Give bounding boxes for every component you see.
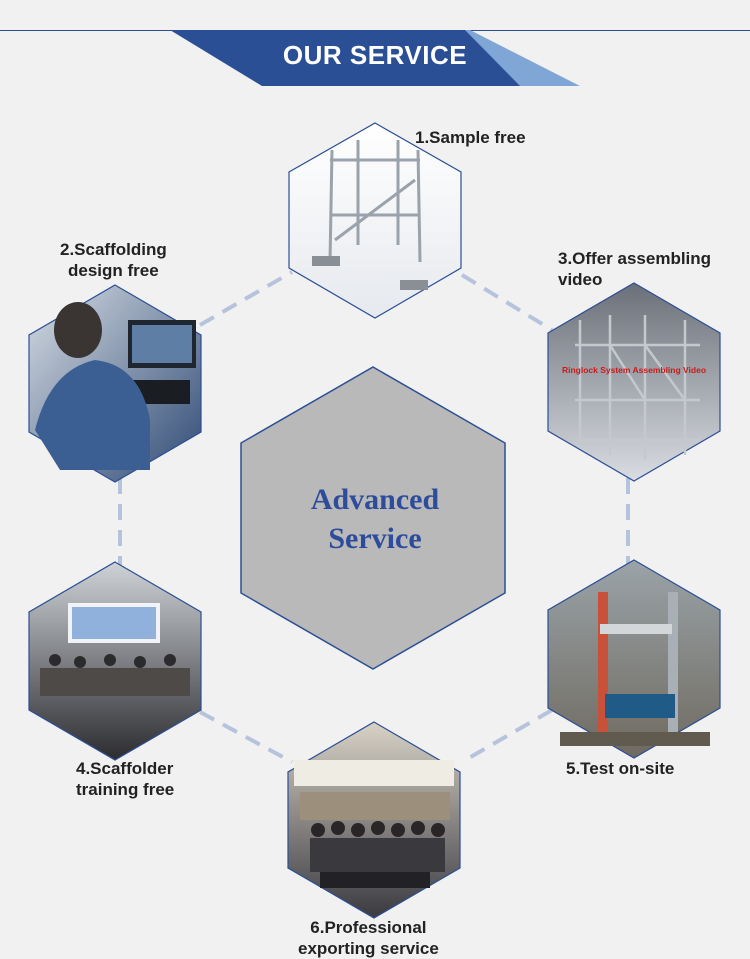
service-label-4: 4.Scaffolder training free: [76, 759, 175, 799]
banner-main: [170, 30, 520, 86]
service-hexagon-1: [288, 122, 462, 319]
service-label-1: 1.Sample free: [415, 128, 526, 147]
header-banner: [170, 30, 580, 86]
assembling-video-photo: [575, 315, 700, 460]
service-hexagon-6: [287, 721, 461, 919]
service-label-5: 5.Test on-site: [566, 759, 675, 778]
service-hexagon-4: [28, 561, 202, 761]
test-site-photo: [560, 592, 710, 746]
scaffold-frame-photo: [328, 140, 422, 263]
service-hexagon-5: [547, 559, 721, 759]
center-label-line1: Advanced: [310, 483, 440, 516]
team-photo: [294, 760, 454, 888]
center-hexagon: [240, 366, 506, 670]
center-label-line2: Service: [328, 522, 422, 555]
video-overlay-text: Ringlock System Assembling Video: [562, 365, 706, 375]
service-label-3: 3.Offer assembling video: [558, 249, 712, 289]
page-title: OUR SERVICE: [282, 40, 468, 70]
service-hexagon-3: Ringlock System Assembling Video: [547, 282, 721, 482]
service-label-2: 2.Scaffolding design free: [60, 240, 167, 280]
service-hexagon-2: [28, 284, 202, 483]
center-label: Advanced Service: [240, 480, 510, 558]
service-label-6: 6.Professional exporting service: [298, 918, 439, 958]
